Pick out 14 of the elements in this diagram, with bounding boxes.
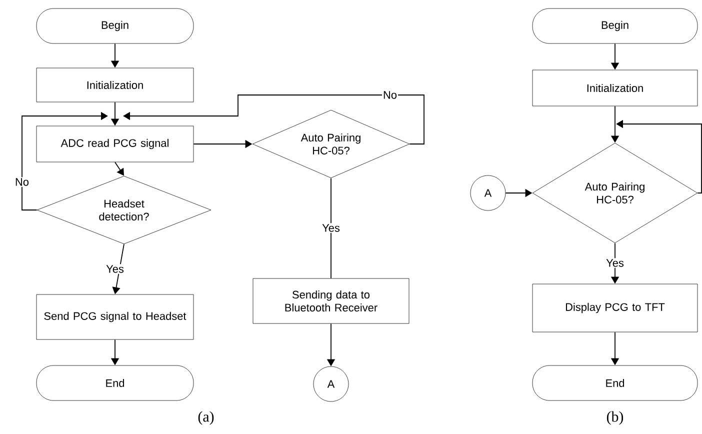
- figure-caption: (a): [198, 411, 214, 425]
- process-box: Sending data to Bluetooth Receiver: [252, 278, 410, 324]
- process-box: Initialization: [532, 70, 698, 106]
- process-box: ADC read PCG signal: [36, 126, 194, 162]
- arrow: [22, 112, 108, 210]
- edge-label: Yes: [105, 264, 125, 274]
- edge-label: Yes: [321, 223, 341, 233]
- edge-label: No: [382, 90, 398, 100]
- process-box: Display PCG to TFT: [532, 284, 698, 332]
- process-box: Send PCG signal to Headset: [36, 294, 194, 340]
- edge-label: No: [14, 177, 30, 187]
- edge-label: Yes: [605, 258, 625, 268]
- process-box: Initialization: [36, 68, 194, 102]
- arrow: [123, 94, 424, 144]
